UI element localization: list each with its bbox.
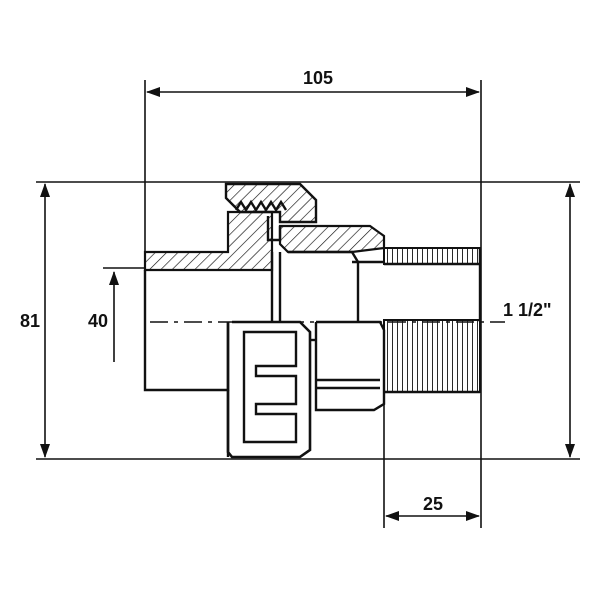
internal-thread: [383, 319, 481, 393]
extension-lines: [36, 80, 580, 528]
union-fitting: [143, 182, 482, 459]
external-thread: [383, 247, 481, 265]
left-socket-bore: [143, 270, 230, 392]
union-nut-outline: [226, 320, 312, 459]
dimension-thread-length-label: 25: [423, 494, 443, 514]
dimension-length-label: 105: [303, 68, 333, 88]
dimension-lines: [40, 87, 575, 521]
left-socket-section: [143, 210, 274, 272]
tail-piece-section: [278, 224, 386, 254]
dimension-thread-size-label: 1 1/2": [503, 300, 552, 320]
dimension-height-label: 81: [20, 311, 40, 331]
dimension-diameter-label: 40: [88, 311, 108, 331]
